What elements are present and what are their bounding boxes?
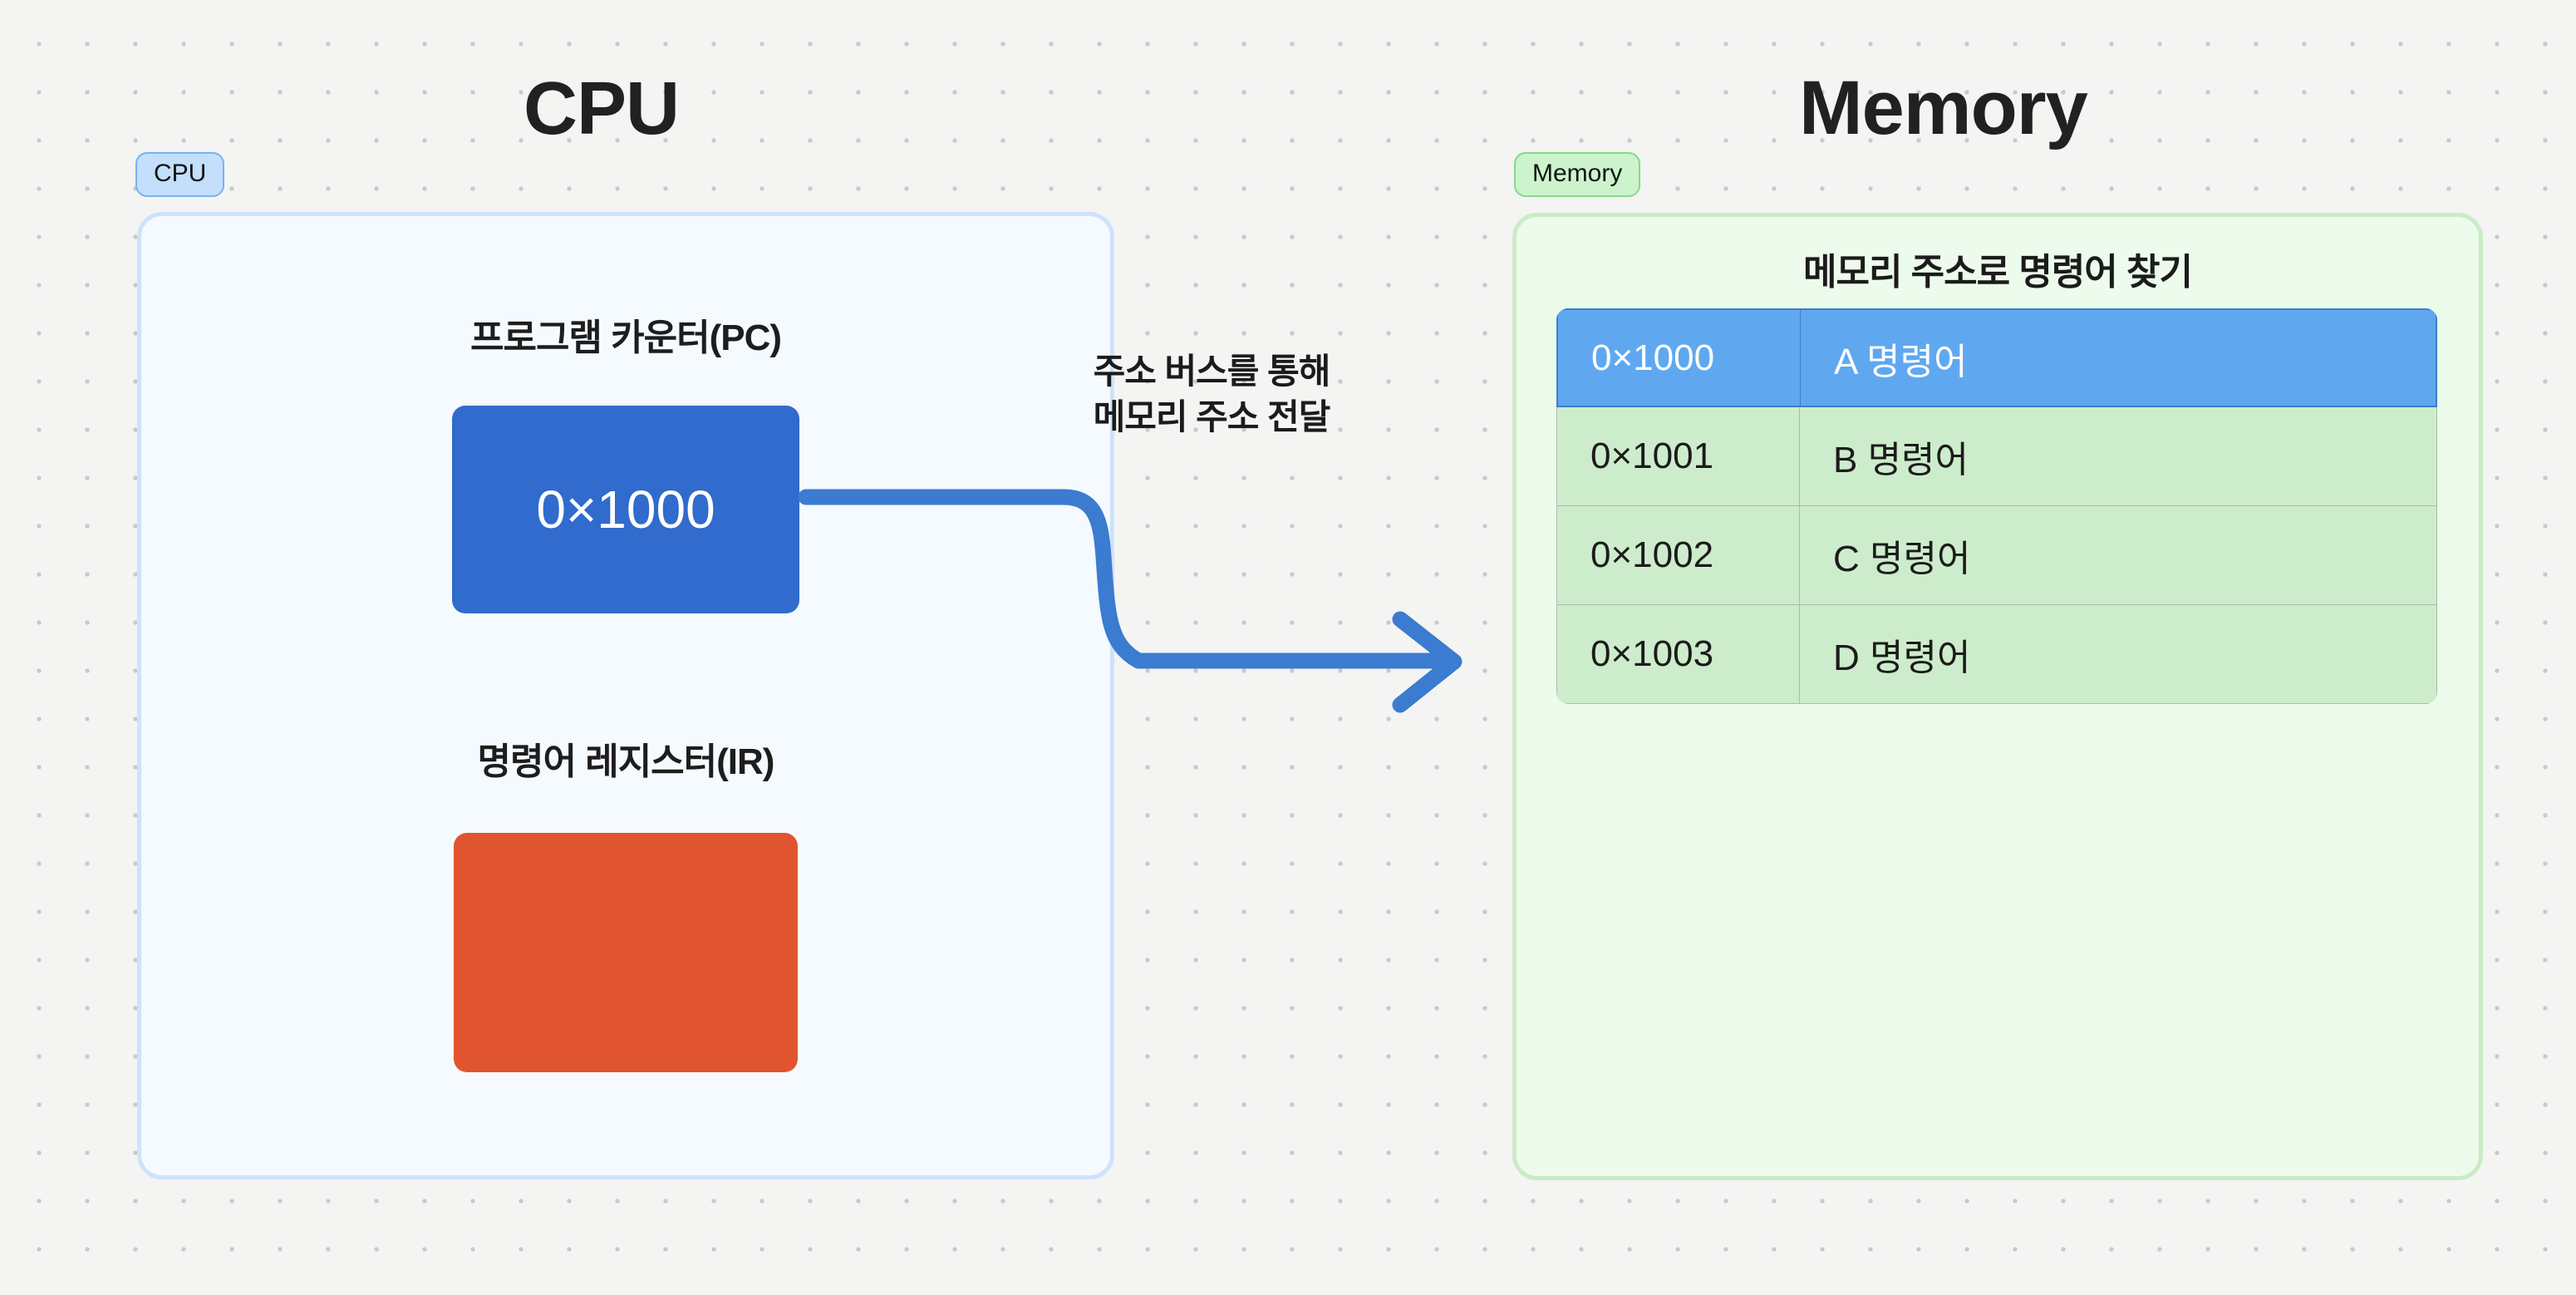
cpu-panel: 프로그램 카운터(PC) 0×1000 명령어 레지스터(IR) xyxy=(137,212,1114,1179)
pc-register-label: 프로그램 카운터(PC) xyxy=(469,318,782,358)
ir-register-box xyxy=(454,833,798,1072)
cpu-heading: CPU xyxy=(524,67,680,150)
address-bus-label-line2: 메모리 주소 전달 xyxy=(1093,396,1331,436)
memory-table-title: 메모리 주소로 명령어 찾기 xyxy=(1803,252,2193,293)
address-bus-label-line1: 주소 버스를 통해 xyxy=(1093,352,1331,391)
ir-register-label: 명령어 레지스터(IR) xyxy=(477,741,775,782)
address-bus-label: 주소 버스를 통해 메모리 주소 전달 xyxy=(1033,349,1390,440)
memory-instruction-cell: D 명령어 xyxy=(1833,638,1971,678)
memory-address-cell: 0×1001 xyxy=(1557,407,1800,505)
memory-row: 0×1002 C 명령어 xyxy=(1556,506,2437,605)
memory-heading: Memory xyxy=(1799,66,2088,150)
memory-instruction-cell: C 명령어 xyxy=(1833,539,1971,579)
memory-row: 0×1001 B 명령어 xyxy=(1556,407,2437,506)
pc-register-box: 0×1000 xyxy=(452,406,799,613)
memory-row: 0×1003 D 명령어 xyxy=(1556,605,2437,704)
memory-instruction-cell: B 명령어 xyxy=(1833,440,1969,480)
memory-row: 0×1000 A 명령어 xyxy=(1556,308,2437,407)
memory-address-cell: 0×1002 xyxy=(1557,506,1800,604)
memory-table: 0×1000 A 명령어 0×1001 B 명령어 0×1002 C 명령어 0×1003 D… xyxy=(1556,308,2437,704)
memory-group-badge: Memory xyxy=(1514,152,1641,197)
cpu-group-badge: CPU xyxy=(135,152,225,197)
memory-instruction-cell: A 명령어 xyxy=(1834,341,1968,382)
memory-address-cell: 0×1000 xyxy=(1558,310,1801,406)
memory-address-cell: 0×1003 xyxy=(1557,605,1800,703)
